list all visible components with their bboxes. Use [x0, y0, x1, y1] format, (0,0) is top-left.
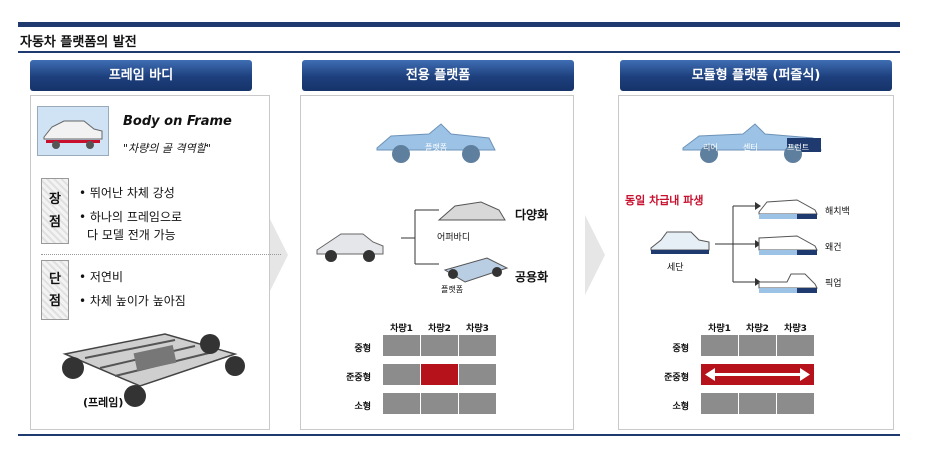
modular-car-icon [682, 123, 822, 163]
grid-row-3: 소형 [672, 402, 689, 412]
car-icon [43, 120, 103, 149]
grid-cell [739, 393, 776, 414]
platform-label-on-car: 플랫폼 [425, 143, 448, 152]
con-item-1: • 저연비 [79, 270, 124, 284]
title-rule [18, 51, 900, 53]
pickup-icon [758, 273, 818, 293]
concept-subtitle: "차량의 골 격역할" [123, 142, 211, 155]
pro-item-2b: 다 모델 전개 가능 [87, 228, 176, 242]
grid-col-1: 차량1 [708, 324, 731, 334]
car-on-frame-illustration [37, 106, 109, 156]
grid-col-1: 차량1 [390, 324, 413, 334]
top-rule [18, 22, 900, 27]
base-sedan-icon [650, 231, 710, 254]
grid-cell-highlight [421, 364, 458, 385]
derivation-arrows [715, 202, 761, 286]
upper-body-label: 어퍼바디 [437, 233, 471, 243]
derivation-caption: 동일 차급내 파생 [625, 194, 704, 207]
cons-tag: 단 점 [41, 260, 69, 320]
grid-cell [459, 335, 496, 356]
concept-title: Body on Frame [123, 114, 232, 129]
panel-frame-body: Body on Frame "차량의 골 격역할" 장 점 • 뛰어난 차체 강… [30, 95, 281, 430]
grid-cell [459, 393, 496, 414]
page-title: 자동차 플랫폼의 발전 [20, 35, 137, 50]
branch-lines [401, 209, 439, 265]
grid-row-2: 준중형 [346, 373, 371, 383]
module-front: 프런트 [787, 143, 810, 152]
derivative-wagon: 왜건 [825, 243, 842, 253]
pro-item-1: • 뛰어난 차체 강성 [79, 186, 175, 200]
grid-row-2: 준중형 [664, 373, 689, 383]
grid-cell [701, 335, 738, 356]
double-arrow-icon [705, 368, 810, 381]
wagon-icon [758, 235, 818, 255]
header-modular-platform: 모듈형 플랫폼 (퍼즐식) [620, 60, 892, 91]
pro-item-2: • 하나의 프레임으로 [79, 210, 183, 224]
grid-cell [383, 335, 420, 356]
header-frame-body: 프레임 바디 [30, 60, 252, 91]
transition-arrow-1 [268, 215, 288, 295]
platform-chassis-icon [443, 257, 509, 283]
platform-label: 플랫폼 [441, 285, 464, 294]
grid-cell [777, 335, 814, 356]
grid-col-3: 차량3 [466, 324, 489, 334]
base-car-label: 세단 [667, 263, 684, 273]
result-diversification: 다양화 [515, 208, 549, 222]
cons-tag-2: 점 [49, 294, 61, 309]
grid-row-1: 중형 [354, 344, 371, 354]
grid-cell [383, 364, 420, 385]
grid-cell [739, 335, 776, 356]
module-rear: 리어 [703, 143, 718, 152]
convertible-car-icon [376, 123, 496, 163]
grid-cell [459, 364, 496, 385]
derivative-hatchback: 해치백 [825, 207, 850, 217]
hatchback-icon [758, 199, 818, 219]
frame-caption: (프레임) [83, 396, 124, 409]
grid-cell [701, 393, 738, 414]
result-commonization: 공용화 [515, 270, 549, 284]
pros-tag-2: 점 [49, 215, 61, 230]
grid-row-3: 소형 [354, 402, 371, 412]
transition-arrow-2 [585, 215, 605, 295]
grid-col-2: 차량2 [428, 324, 451, 334]
bottom-rule [18, 434, 900, 436]
grid-col-3: 차량3 [784, 324, 807, 334]
con-item-2: • 차체 높이가 높아짐 [79, 294, 186, 308]
upper-body-icon [437, 201, 506, 221]
divider [41, 254, 281, 255]
module-center: 센터 [743, 143, 758, 152]
grid-row-highlight [701, 364, 814, 385]
cons-tag-1: 단 [49, 272, 61, 287]
derivative-pickup: 픽업 [825, 279, 842, 289]
grid-cell [383, 393, 420, 414]
header-dedicated-platform: 전용 플랫폼 [302, 60, 574, 91]
panel-dedicated-platform: 플랫폼 어퍼바디 플랫폼 다양화 공용화 차량1 차량2 차량3 중형 준중형 … [300, 95, 574, 430]
grid-col-2: 차량2 [746, 324, 769, 334]
grid-cell [421, 393, 458, 414]
pros-tag: 장 점 [41, 178, 69, 244]
grid-row-1: 중형 [672, 344, 689, 354]
panel-modular-platform: 리어 센터 프런트 동일 차급내 파생 세단 해치백 왜건 픽업 차량1 차량2… [618, 95, 894, 430]
chassis-frame-icon [62, 333, 245, 407]
sedan-icon [316, 233, 384, 262]
pros-tag-1: 장 [49, 192, 61, 207]
grid-cell [777, 393, 814, 414]
grid-cell [421, 335, 458, 356]
